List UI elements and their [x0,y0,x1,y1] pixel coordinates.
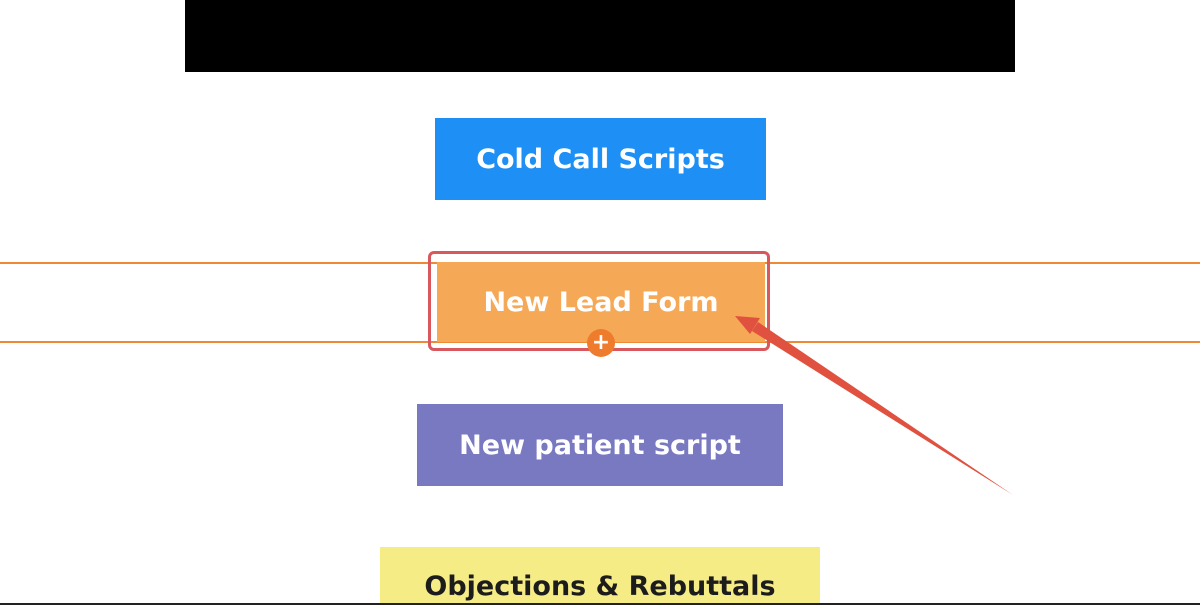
new-patient-script-button[interactable]: New patient script [417,404,783,486]
header-banner [185,0,1015,72]
new-lead-form-button[interactable]: New Lead Form [437,262,765,342]
bottom-border [0,603,1200,605]
plus-icon[interactable]: + [587,329,615,357]
arrow-shaft [752,322,1013,495]
cold-call-scripts-button[interactable]: Cold Call Scripts [435,118,766,200]
objections-rebuttals-button[interactable]: Objections & Rebuttals [380,547,820,605]
